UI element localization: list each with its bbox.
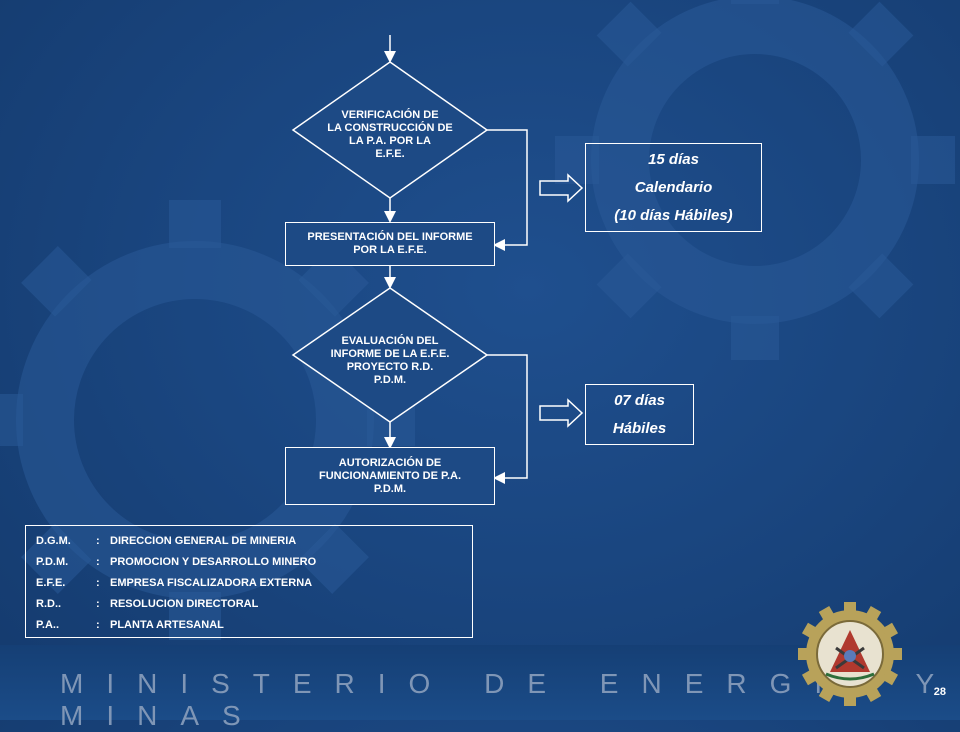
page-number: 28 bbox=[933, 686, 946, 698]
duration-1-line-2: Calendario bbox=[634, 178, 713, 196]
legend-row: P.D.M. : PROMOCION Y DESARROLLO MINERO bbox=[36, 551, 462, 572]
legend-row: R.D.. : RESOLUCION DIRECTORAL bbox=[36, 593, 462, 614]
legend-colon: : bbox=[96, 618, 100, 631]
duration-2-line-2: Hábiles bbox=[612, 419, 667, 437]
legend-row: D.G.M. : DIRECCION GENERAL DE MINERIA bbox=[36, 530, 462, 551]
legend-abbr: P.D.M. bbox=[36, 555, 69, 568]
duration-2-line-1: 07 días bbox=[614, 391, 665, 409]
ministry-seal-icon bbox=[798, 602, 902, 706]
legend-desc: PLANTA ARTESANAL bbox=[110, 618, 224, 631]
abbreviation-legend: D.G.M. : DIRECCION GENERAL DE MINERIA P.… bbox=[25, 525, 473, 638]
duration-box-2: 07 días Hábiles bbox=[585, 384, 694, 445]
legend-colon: : bbox=[96, 555, 100, 568]
duration-1-line-1: 15 días bbox=[648, 150, 699, 168]
duration-1-line-3: (10 días Hábiles) bbox=[614, 206, 733, 224]
legend-colon: : bbox=[96, 534, 100, 547]
process-node-2: AUTORIZACIÓN DE FUNCIONAMIENTO DE P.A. P… bbox=[285, 447, 495, 505]
legend-colon: : bbox=[96, 576, 100, 589]
process-node-1: PRESENTACIÓN DEL INFORME POR LA E.F.E. bbox=[285, 222, 495, 266]
legend-row: E.F.E. : EMPRESA FISCALIZADORA EXTERNA bbox=[36, 572, 462, 593]
legend-colon: : bbox=[96, 597, 100, 610]
ministry-title: MINISTERIO DE ENERGÍA Y MINAS bbox=[60, 668, 957, 731]
legend-abbr: E.F.E. bbox=[36, 576, 66, 589]
legend-desc: PROMOCION Y DESARROLLO MINERO bbox=[110, 555, 317, 568]
legend-desc: RESOLUCION DIRECTORAL bbox=[110, 597, 259, 610]
decision-2-label: EVALUACIÓN DEL INFORME DE LA E.F.E. PROY… bbox=[330, 335, 450, 386]
duration-box-1: 15 días Calendario (10 días Hábiles) bbox=[585, 143, 762, 232]
decision-1-label: VERIFICACIÓN DE LA CONSTRUCCIÓN DE LA P.… bbox=[327, 109, 453, 160]
legend-abbr: P.A.. bbox=[36, 618, 60, 631]
legend-row: P.A.. : PLANTA ARTESANAL bbox=[36, 614, 462, 635]
connector-side-1 bbox=[487, 129, 528, 251]
legend-desc: EMPRESA FISCALIZADORA EXTERNA bbox=[110, 576, 313, 589]
legend-abbr: R.D.. bbox=[36, 597, 62, 610]
block-arrow-2 bbox=[539, 398, 584, 428]
block-arrow-1 bbox=[539, 173, 584, 203]
legend-desc: DIRECCION GENERAL DE MINERIA bbox=[110, 534, 297, 547]
legend-abbr: D.G.M. bbox=[36, 534, 71, 547]
connector-side-2 bbox=[487, 354, 528, 484]
